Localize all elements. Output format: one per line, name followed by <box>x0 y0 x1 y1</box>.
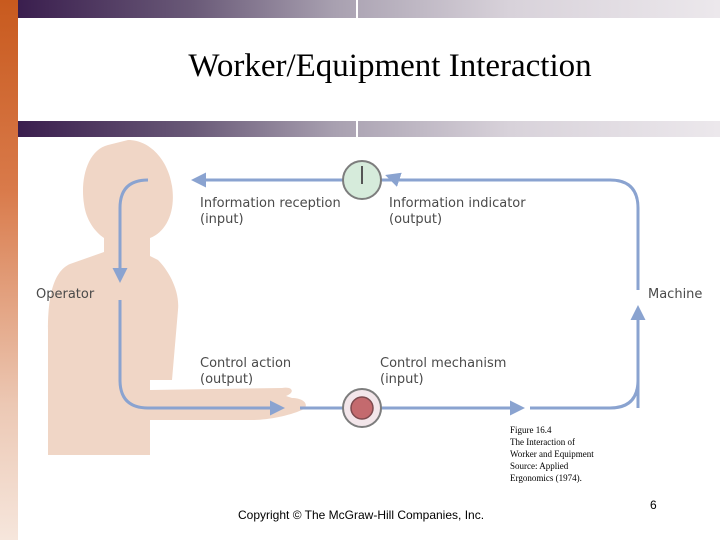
dial-gauge-icon <box>342 160 382 200</box>
feedback-loop <box>112 172 646 416</box>
top-header-band <box>18 0 720 18</box>
caption-line: The Interaction of <box>510 437 575 447</box>
loop-left <box>112 178 149 283</box>
mid-band-divider <box>356 121 358 137</box>
loop-top-right <box>357 178 640 290</box>
control-mechanism-line1: Control mechanism <box>380 356 507 371</box>
machine-label: Machine <box>648 287 703 302</box>
caption-line: Source: Applied <box>510 461 569 471</box>
copyright-notice: Copyright © The McGraw-Hill Companies, I… <box>238 508 485 522</box>
operator-label: Operator <box>36 287 95 302</box>
loop-bottom-corner <box>530 379 640 410</box>
info-indicator-line1: Information indicator <box>389 196 526 211</box>
figure-caption: Figure 16.4 The Interaction of Worker an… <box>510 424 620 484</box>
info-indicator-line2: (output) <box>389 212 443 227</box>
caption-line: Worker and Equipment <box>510 449 594 459</box>
caption-line: Ergonomics (1974). <box>510 473 582 483</box>
slide-title: Worker/Equipment Interaction <box>0 48 720 85</box>
slide-title-text: Worker/Equipment Interaction <box>188 48 592 84</box>
title-underline-band <box>18 121 720 137</box>
control-action-line1: Control action <box>200 356 292 371</box>
info-reception-line1: Information reception <box>200 196 341 211</box>
top-band-divider <box>356 0 358 18</box>
page-number: 6 <box>650 498 657 512</box>
control-action-label: Control action (output) <box>200 356 291 388</box>
info-indicator-label: Information indicator (output) <box>389 196 526 228</box>
knob-control-icon <box>342 388 382 428</box>
left-accent-bar <box>0 0 18 540</box>
info-reception-label: Information reception (input) <box>200 196 341 228</box>
control-mechanism-label: Control mechanism (input) <box>380 356 506 388</box>
caption-line: Figure 16.4 <box>510 425 552 435</box>
human-silhouette-icon <box>48 140 306 455</box>
loop-left-lower <box>118 300 285 416</box>
info-reception-line2: (input) <box>200 212 244 227</box>
control-mechanism-line2: (input) <box>380 372 424 387</box>
control-action-line2: (output) <box>200 372 254 387</box>
indicator-arrow-head <box>385 172 402 187</box>
